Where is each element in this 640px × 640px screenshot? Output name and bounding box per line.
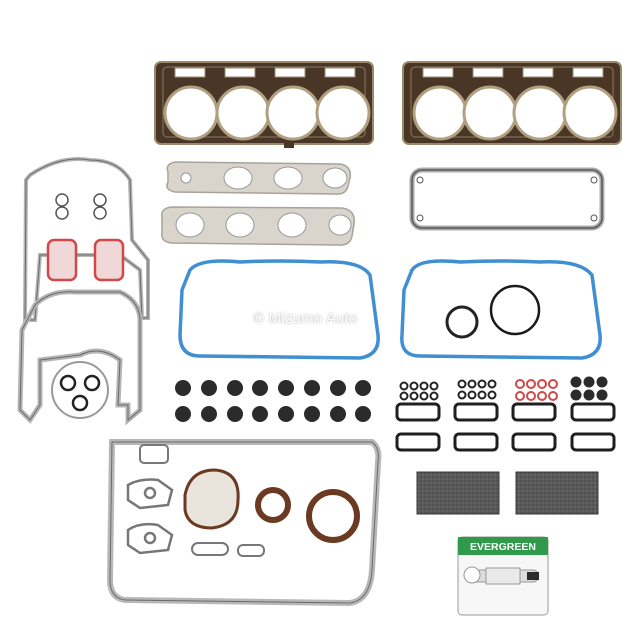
water-pump-gaskets xyxy=(126,478,174,555)
small-orings-group-2 xyxy=(457,379,497,400)
oil-pan-gasket xyxy=(106,439,382,607)
valley-cover-gasket xyxy=(409,167,605,231)
thermostat-gasket xyxy=(183,468,240,530)
sealant-brand-label: EVERGREEN xyxy=(470,541,536,553)
oring-small xyxy=(445,305,479,339)
rear-main-seal xyxy=(306,489,360,543)
front-crank-seal xyxy=(255,487,291,523)
timing-cover-gasket xyxy=(22,157,150,322)
intake-seal-left xyxy=(178,259,380,360)
small-oring-cluster xyxy=(55,193,107,220)
head-gasket-right xyxy=(402,61,622,145)
front-cover-gasket xyxy=(17,289,143,426)
oring-large xyxy=(489,284,541,336)
intake-seal-right xyxy=(400,259,602,360)
head-gasket-left xyxy=(154,61,374,148)
valve-stem-seals xyxy=(175,380,371,422)
exhaust-gasket-lower xyxy=(160,206,355,246)
watermark: © Mizumo Auto xyxy=(253,310,358,327)
foam-pad-left xyxy=(416,471,500,515)
sealant-package: EVERGREEN xyxy=(457,536,549,616)
small-orings-group-1 xyxy=(399,381,439,401)
small-rubber-plugs xyxy=(570,376,608,401)
rocker-cover-seals xyxy=(395,402,616,452)
small-gaskets xyxy=(191,542,265,557)
foam-pad-right xyxy=(515,471,599,515)
exhaust-gasket-upper xyxy=(166,161,352,195)
small-orings-group-3 xyxy=(515,379,558,401)
